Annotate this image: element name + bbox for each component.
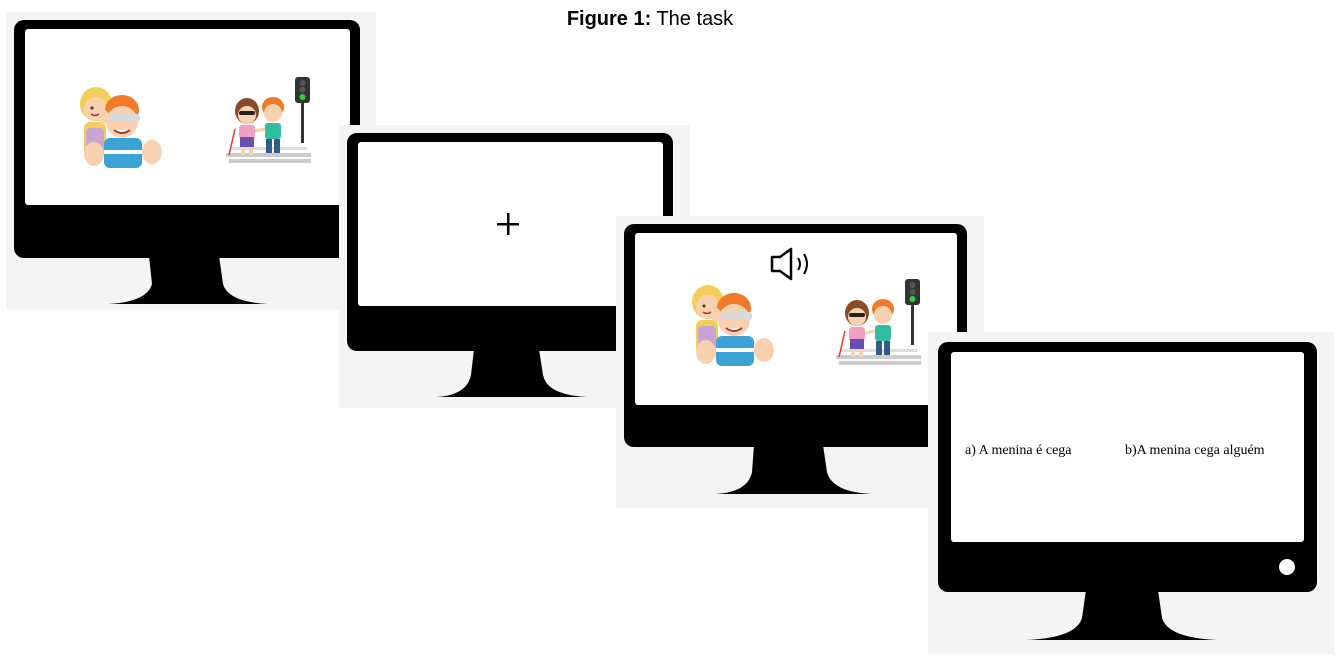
monitor-icon: a) A menina é cega b)A menina cega algué… xyxy=(938,342,1317,640)
option-a-text: a) A menina é cega xyxy=(965,443,1072,458)
option-b-text: b)A menina cega alguém xyxy=(1125,443,1265,458)
monitor-icon xyxy=(347,133,673,397)
screen-picture-pair-with-audio xyxy=(616,216,984,508)
figure-caption: Figure 1: The task xyxy=(0,8,1300,31)
screen-picture-pair xyxy=(6,12,376,310)
fixation-cross xyxy=(497,213,519,235)
monitor-icon xyxy=(14,20,360,304)
monitor-icon xyxy=(624,224,967,494)
speaker-icon xyxy=(770,247,808,281)
figure-caption-label: Figure 1: xyxy=(566,8,652,30)
screen-sentence-choice: a) A menina é cega b)A menina cega algué… xyxy=(928,332,1334,654)
figure-caption-text: The task xyxy=(656,8,734,30)
screen-fixation xyxy=(339,125,690,408)
power-button-icon xyxy=(1279,559,1295,575)
